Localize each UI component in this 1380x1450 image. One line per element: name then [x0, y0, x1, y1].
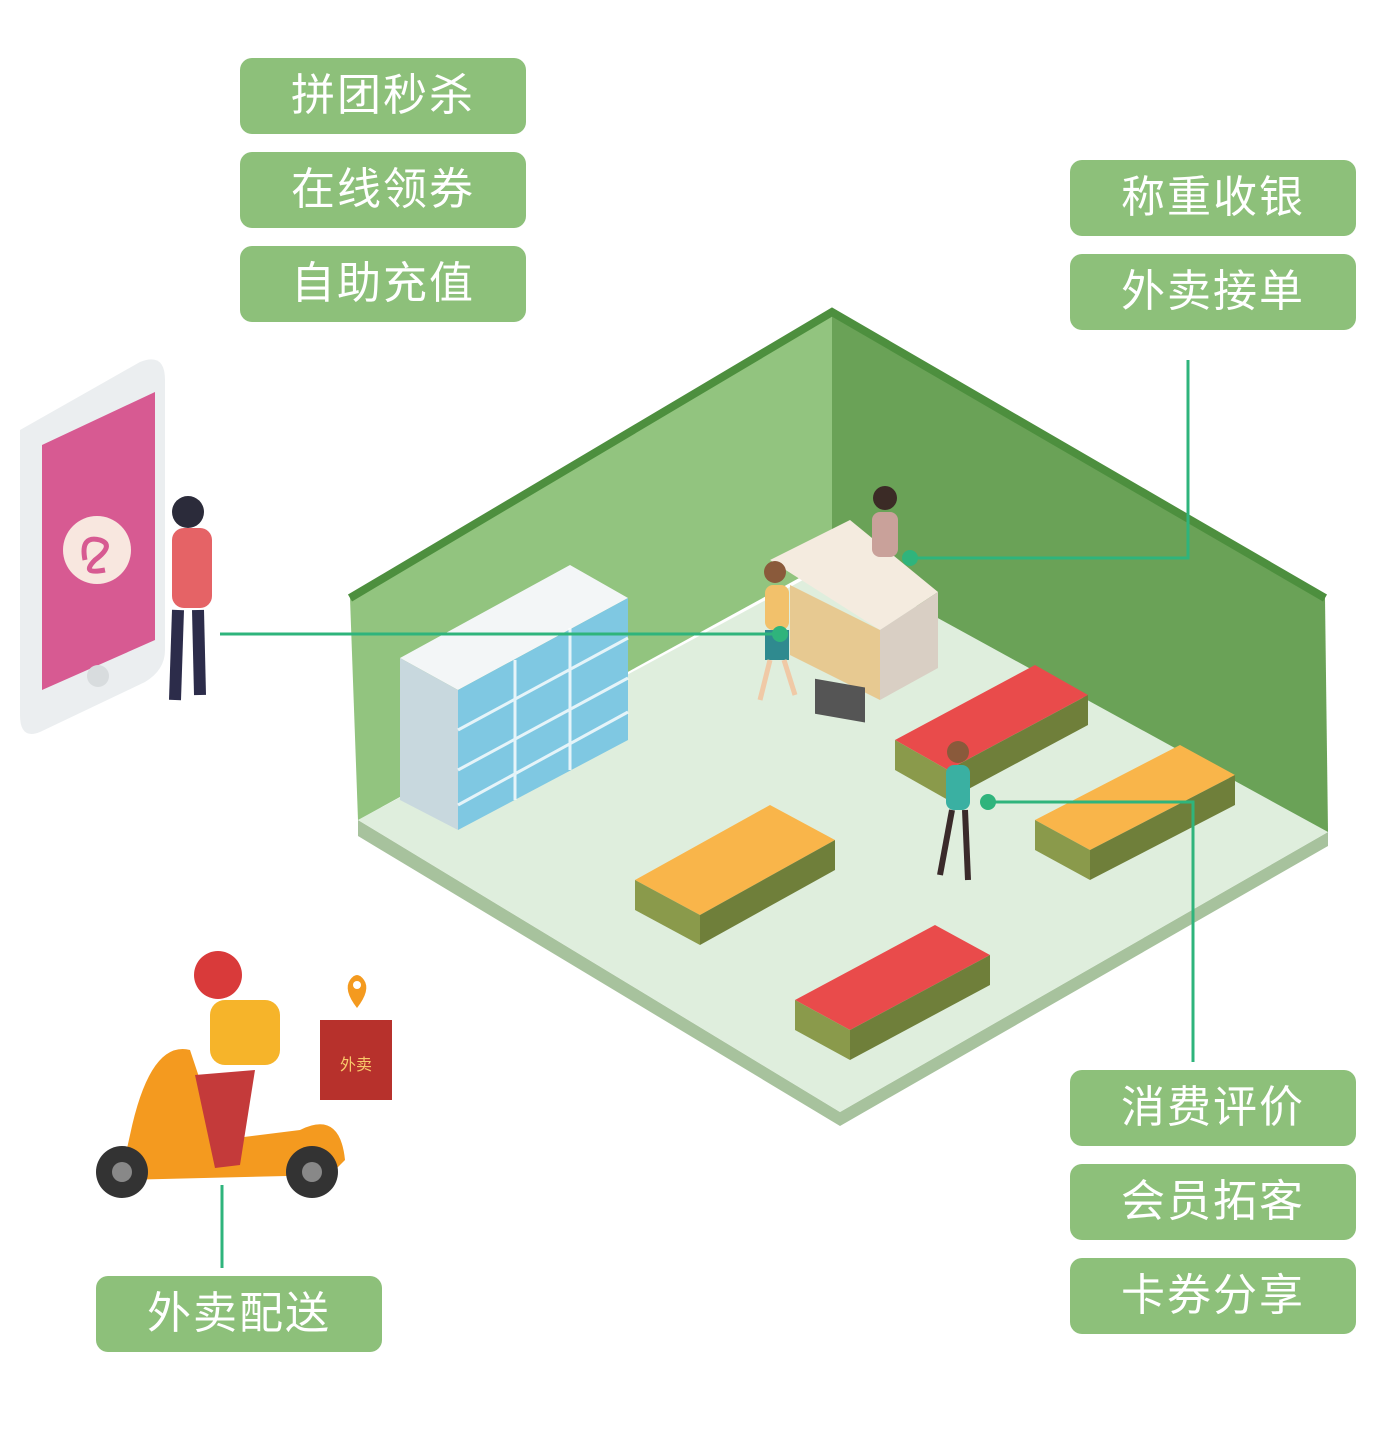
checkout-counter: [770, 520, 938, 723]
tag-weigh-checkout: 称重收银: [1070, 160, 1356, 236]
wall-top-edge: [347, 307, 1328, 602]
location-pin-icon: [347, 975, 367, 1008]
tag-self-recharge: 自助充值: [240, 246, 526, 322]
cashier-figure: [872, 486, 898, 557]
tag-delivery: 外卖配送: [96, 1276, 382, 1352]
connector-lines: [220, 360, 1195, 1268]
tag-takeout-orders: 外卖接单: [1070, 254, 1356, 330]
tag-online-coupon: 在线领券: [240, 152, 526, 228]
woman-using-phone: [169, 496, 212, 701]
shopper-figure-2: [937, 741, 971, 881]
delivery-rider: [194, 951, 280, 1168]
smartphone: [20, 359, 165, 734]
produce-shelf-4: [1035, 745, 1235, 880]
tag-member-acquisition: 会员拓客: [1070, 1164, 1356, 1240]
right-wall: [832, 315, 1328, 832]
mini-program-icon: [81, 536, 109, 574]
produce-shelf-3: [895, 665, 1088, 800]
connector-dot-shopper: [980, 794, 996, 810]
connector-dot-cashier: [902, 550, 918, 566]
connector-dot-left: [772, 626, 788, 642]
tag-reviews: 消费评价: [1070, 1070, 1356, 1146]
tag-group-buy: 拼团秒杀: [240, 58, 526, 134]
produce-shelf-2: [795, 925, 990, 1060]
produce-shelf-1: [635, 805, 835, 945]
delivery-scooter: 外卖: [96, 975, 392, 1198]
tag-coupon-share: 卡券分享: [1070, 1258, 1356, 1334]
drinks-fridge: [400, 565, 629, 830]
delivery-box-text: 外卖: [340, 1055, 372, 1074]
